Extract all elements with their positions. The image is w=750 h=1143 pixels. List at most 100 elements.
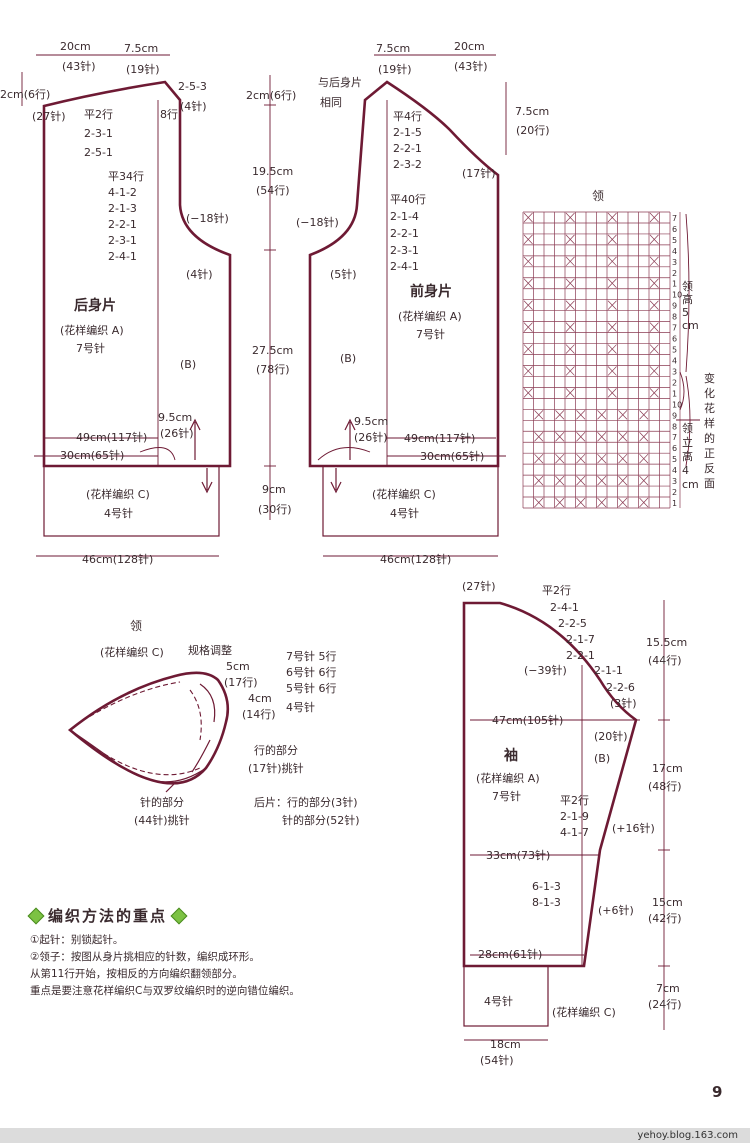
collar-height-2: 4cm bbox=[248, 692, 272, 705]
note-line: 从第11行开始，按相反的方向编织翻领部分。 bbox=[30, 968, 243, 980]
collar-title: 领 bbox=[130, 619, 142, 633]
chart-grid-line bbox=[618, 497, 628, 508]
chart-grid-line bbox=[565, 344, 575, 354]
sleeve-cap-dec-3: 2-2-5 bbox=[558, 617, 587, 630]
sleeve-cap-dec-6: 2-1-1 bbox=[594, 664, 623, 677]
sleeve-cuff-outline bbox=[463, 965, 549, 1027]
collar-height-1: 5cm bbox=[226, 660, 250, 673]
collar-row-part-2: (17针)挑针 bbox=[248, 761, 304, 775]
chart-grid-line bbox=[523, 256, 533, 267]
center-body-height: 27.5cm bbox=[252, 344, 293, 357]
back-shoulder-dec-3: 2-5-1 bbox=[84, 146, 113, 159]
notes-title: 编织方法的重点 bbox=[27, 905, 410, 926]
chart-row-number: 6 bbox=[672, 444, 677, 453]
chart-grid-line bbox=[607, 366, 617, 376]
front-side-increase: (5针) bbox=[330, 267, 357, 281]
front-slit-stitches: (26针) bbox=[354, 430, 388, 444]
front-rib-needle: 4号针 bbox=[390, 506, 419, 520]
chart-grid-line bbox=[565, 278, 575, 288]
center-rib-rows: (30行) bbox=[258, 503, 292, 516]
chart-row-number: 6 bbox=[672, 225, 677, 234]
collar-back-note-2: 针的部分(52针) bbox=[282, 813, 360, 827]
sleeve-cap-total: (−39针) bbox=[524, 663, 567, 677]
chart-row-number: 3 bbox=[672, 367, 677, 376]
chart-grid-line bbox=[649, 278, 659, 288]
chart-side-label: 领 bbox=[682, 280, 693, 293]
front-rib-width: 46cm(128针) bbox=[380, 552, 451, 566]
chart-row-number: 7 bbox=[672, 433, 677, 442]
chart-side-label: 4 bbox=[682, 464, 689, 477]
sleeve-b-label: (B) bbox=[594, 752, 610, 765]
chart-grid-line bbox=[639, 497, 649, 508]
chart-side-label: cm bbox=[682, 319, 699, 332]
chart-grid-line bbox=[576, 475, 586, 486]
back-neck-stitches: (19针) bbox=[126, 62, 160, 76]
chart-grid-line bbox=[576, 410, 586, 420]
sleeve-inc-a-2: 2-1-9 bbox=[560, 810, 589, 823]
back-shoulder-stitches: (43针) bbox=[62, 59, 96, 73]
chart-grid-line bbox=[639, 475, 649, 486]
chart-grid-line bbox=[649, 344, 659, 354]
back-side-increase: (4针) bbox=[186, 267, 213, 281]
chart-grid-line bbox=[523, 300, 533, 310]
collar-stitch-part-2: (44针)挑针 bbox=[134, 813, 190, 827]
front-rib-pattern: (花样编织 C) bbox=[372, 487, 436, 501]
collar-pattern: (花样编织 C) bbox=[100, 645, 164, 659]
back-piece-title: 后身片 bbox=[74, 297, 116, 314]
back-armhole-dec-6: 2-4-1 bbox=[108, 250, 137, 263]
collar-chart-title: 领 bbox=[592, 189, 604, 203]
footer-bar: yehoy.blog.163.com bbox=[0, 1128, 750, 1143]
chart-grid-line bbox=[607, 344, 617, 354]
sleeve-upper-height: 17cm bbox=[652, 762, 683, 775]
notes-title-text: 编织方法的重点 bbox=[48, 907, 168, 925]
chart-grid-line bbox=[597, 475, 607, 486]
chart-row-number: 1 bbox=[672, 280, 677, 289]
chart-grid-line bbox=[555, 497, 565, 508]
sleeve-lower-rows: (42行) bbox=[648, 912, 682, 925]
back-shoulder-height: 2cm(6行) bbox=[0, 88, 50, 101]
chart-grid-line bbox=[597, 432, 607, 442]
chart-row-number: 6 bbox=[672, 335, 677, 344]
center-armhole-rows: (54行) bbox=[256, 184, 290, 197]
chart-grid-line bbox=[649, 234, 659, 245]
chart-grid-line bbox=[618, 432, 628, 442]
footer-url: yehoy.blog.163.com bbox=[637, 1130, 738, 1141]
chart-row-number: 9 bbox=[672, 302, 677, 311]
chart-grid-line bbox=[565, 300, 575, 310]
collar-needle-3: 5号针 6行 bbox=[286, 681, 337, 695]
front-piece-title: 前身片 bbox=[410, 283, 452, 300]
chart-row-number: 3 bbox=[672, 477, 677, 486]
sleeve-cuff-height: 7cm bbox=[656, 982, 680, 995]
chart-row-number: 4 bbox=[672, 247, 677, 256]
chart-grid-line bbox=[565, 234, 575, 245]
sleeve-upper-width: 47cm(105针) bbox=[492, 713, 563, 727]
center-dimensions: 2cm(6行) 19.5cm (54行) 27.5cm (78行) 9cm (3… bbox=[246, 75, 296, 520]
back-pattern: (花样编织 A) bbox=[60, 323, 124, 337]
back-slit-width: 9.5cm bbox=[158, 411, 192, 424]
chart-grid-line bbox=[523, 234, 533, 245]
sleeve-cuff-bottom-stitches: (54针) bbox=[480, 1053, 514, 1067]
chart-grid-line bbox=[597, 497, 607, 508]
chart-grid-line bbox=[555, 410, 565, 420]
collar-needle-2: 6号针 6行 bbox=[286, 665, 337, 679]
sleeve-cuff-needle: 4号针 bbox=[484, 994, 513, 1008]
center-armhole-height: 19.5cm bbox=[252, 165, 293, 178]
chart-side-label: 高 bbox=[682, 449, 693, 463]
front-armhole-dec-5: 2-4-1 bbox=[390, 260, 419, 273]
back-neck-dec-2: (4针) bbox=[180, 99, 207, 113]
front-hem-width-1: 49cm(117针) bbox=[404, 431, 475, 445]
note-line: ①起针：别锁起针。 bbox=[30, 934, 124, 946]
collar-adjust: 规格调整 bbox=[188, 643, 232, 657]
chart-grid-line bbox=[523, 388, 533, 398]
chart-grid-line bbox=[576, 497, 586, 508]
back-rib-needle: 4号针 bbox=[104, 506, 133, 520]
center-shoulder-height: 2cm(6行) bbox=[246, 89, 296, 102]
chart-side-label: 高 bbox=[682, 292, 693, 306]
front-shoulder-width: 20cm bbox=[454, 40, 485, 53]
back-armhole-dec-2: 4-1-2 bbox=[108, 186, 137, 199]
chart-grid-line bbox=[618, 410, 628, 420]
sleeve-outline bbox=[462, 601, 638, 968]
chart-row-number: 7 bbox=[672, 324, 677, 333]
front-armhole-dec-3: 2-2-1 bbox=[390, 227, 419, 240]
chart-side-label: 反 bbox=[704, 462, 715, 475]
